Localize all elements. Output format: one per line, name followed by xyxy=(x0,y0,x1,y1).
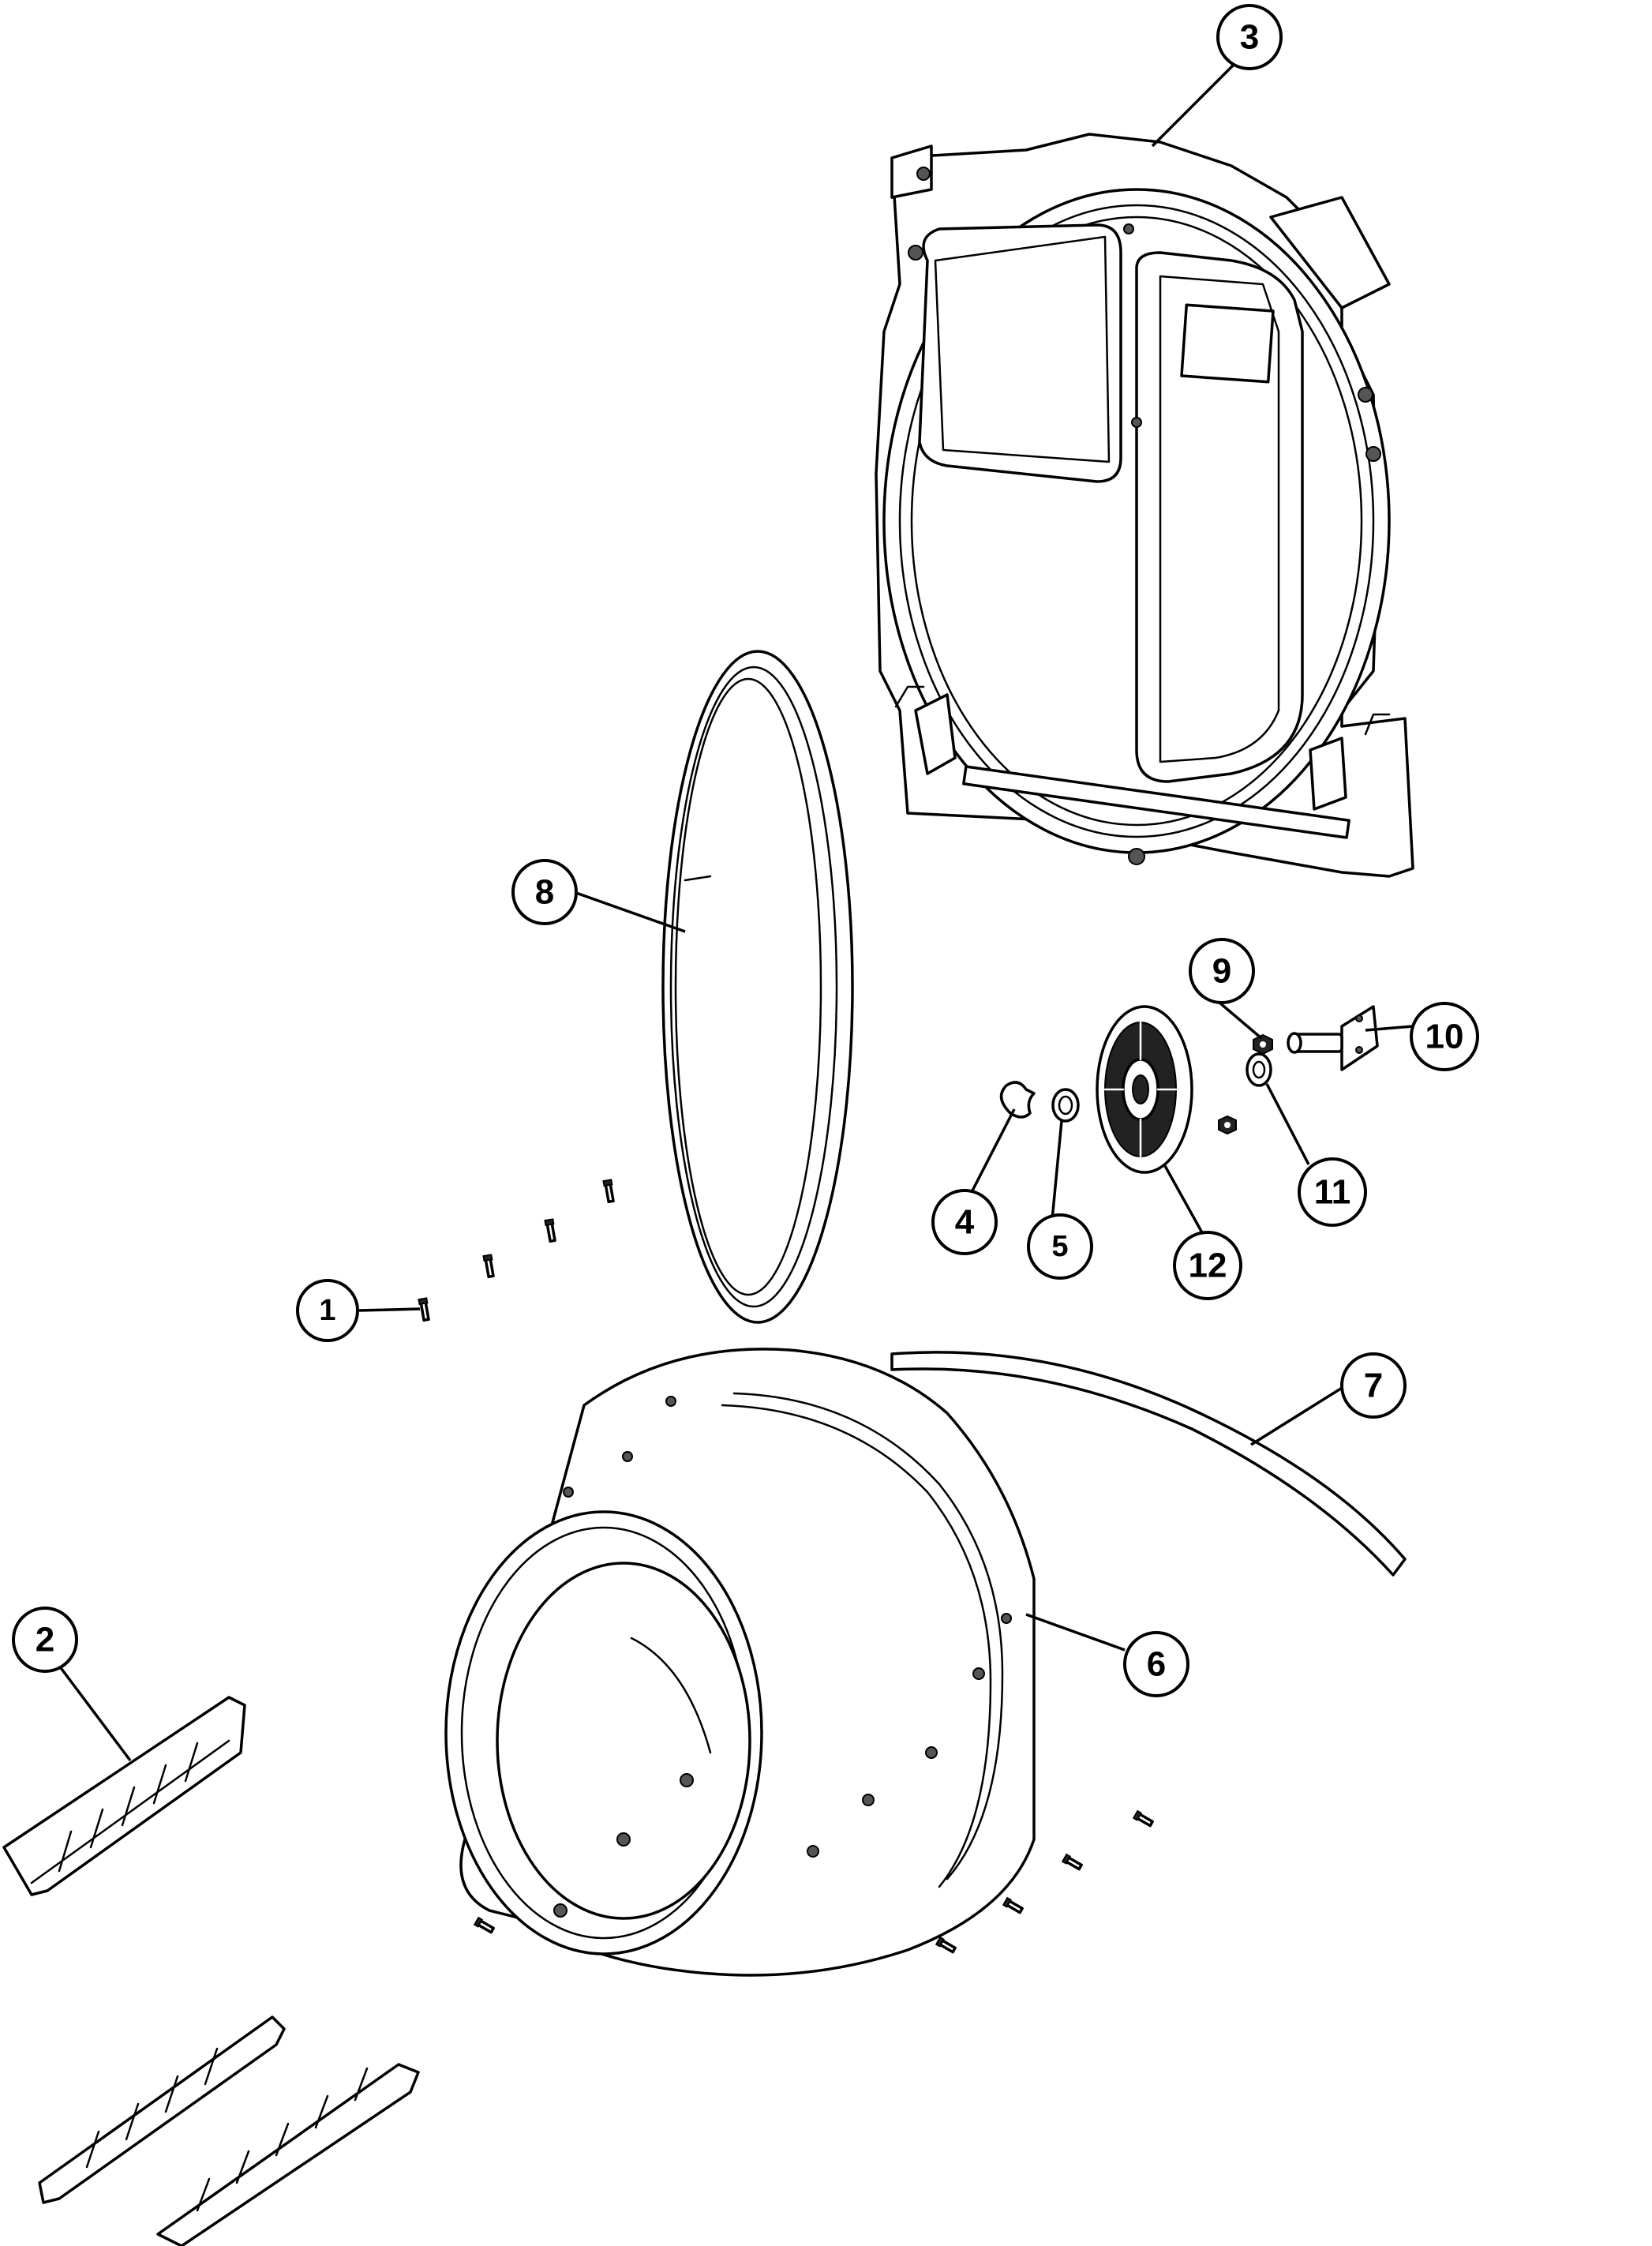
callout-1-label: 1 xyxy=(319,1294,335,1327)
baffle-part-2 xyxy=(38,2015,286,2204)
callout-3: 3 xyxy=(1216,4,1283,70)
leader-lines xyxy=(58,54,1414,1762)
drum-seal-strip-part xyxy=(890,1351,1407,1577)
callout-8-label: 8 xyxy=(535,873,554,912)
drum-part xyxy=(444,1348,1036,1977)
callout-7: 7 xyxy=(1340,1352,1407,1419)
callout-12-label: 12 xyxy=(1189,1247,1227,1285)
callout-10: 10 xyxy=(1410,1002,1479,1071)
callout-7-label: 7 xyxy=(1364,1367,1383,1405)
screws-part xyxy=(418,1179,615,1322)
callout-4: 4 xyxy=(931,1189,998,1255)
flat-washer-part xyxy=(1246,1052,1272,1087)
callout-1: 1 xyxy=(296,1279,359,1342)
clip-part xyxy=(999,1081,1036,1119)
callout-6-label: 6 xyxy=(1147,1645,1166,1684)
callout-11-label: 11 xyxy=(1314,1173,1351,1212)
callout-2: 2 xyxy=(12,1607,78,1673)
drum-screws-part xyxy=(473,1809,1154,1954)
callout-4-label: 4 xyxy=(955,1203,975,1242)
callout-11: 11 xyxy=(1298,1157,1367,1227)
callout-6: 6 xyxy=(1123,1631,1189,1697)
roller-shaft-bracket-part xyxy=(1287,1005,1379,1071)
rear-bulkhead-part xyxy=(875,133,1414,878)
callout-9: 9 xyxy=(1189,938,1255,1004)
callout-12: 12 xyxy=(1173,1231,1242,1300)
nuts-part xyxy=(1218,1033,1273,1135)
baffle-part-3 xyxy=(156,2063,420,2246)
callout-2-label: 2 xyxy=(36,1621,54,1659)
callout-5: 5 xyxy=(1027,1213,1093,1280)
front-seal-ring-part xyxy=(661,650,854,1324)
callout-9-label: 9 xyxy=(1212,952,1231,991)
baffle-part-1 xyxy=(2,1696,246,1896)
callout-5-label: 5 xyxy=(1051,1230,1068,1263)
washer-part xyxy=(1051,1088,1080,1123)
callout-8: 8 xyxy=(511,859,578,925)
callout-10-label: 10 xyxy=(1425,1018,1464,1056)
roller-part xyxy=(1096,1005,1193,1174)
callout-3-label: 3 xyxy=(1240,18,1259,57)
